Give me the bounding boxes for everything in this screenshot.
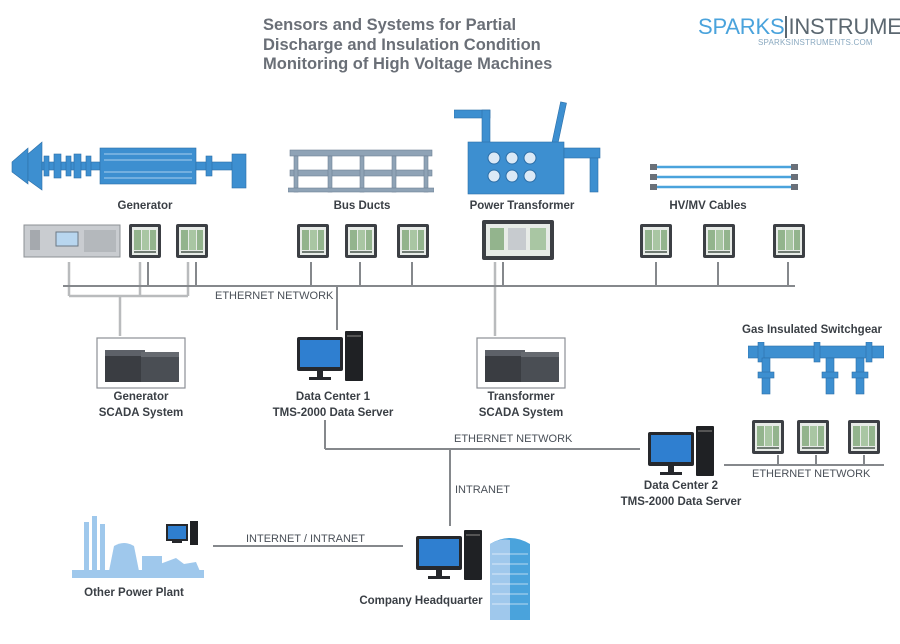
other-power-plant-label: Other Power Plant — [84, 587, 184, 599]
headquarter-building-icon — [490, 538, 530, 620]
generator-icon — [11, 141, 247, 191]
logo-wordmark: SPARKSINSTRUMENTS — [698, 14, 900, 40]
data-center-2-label: Data Center 2 TMS-2000 Data Server — [606, 478, 756, 510]
data-center-2-line-1: Data Center 2 — [643, 480, 719, 492]
page-title: Sensors and Systems for Partial Discharg… — [263, 16, 593, 75]
generator-scada-line-1: Generator — [113, 391, 169, 403]
power-plant-icon — [72, 516, 204, 578]
bus-ducts-icon — [288, 149, 434, 193]
internet-intranet-label: INTERNET / INTRANET — [246, 533, 365, 545]
power-transformer-icon — [454, 101, 601, 195]
generator-label: Generator — [117, 200, 173, 212]
transformer-scada-line-1: Transformer — [487, 391, 555, 403]
ethernet-network-top-label: ETHERNET NETWORK — [215, 290, 334, 302]
logo-brand-part-2: INSTRUMENTS — [788, 14, 900, 39]
power-transformer-label: Power Transformer — [469, 200, 575, 212]
logo-brand-part-1: SPARKS — [698, 14, 785, 39]
other-plant-computer — [166, 521, 198, 545]
title-line-3: Monitoring of High Voltage Machines — [263, 55, 553, 73]
transformer-scada-label: Transformer SCADA System — [471, 389, 571, 421]
generator-scada-line-2: SCADA System — [98, 407, 184, 419]
generator-monitor-rack — [23, 224, 121, 258]
ethernet-network-middle-label: ETHERNET NETWORK — [454, 433, 573, 445]
generator-scada-label: Generator SCADA System — [91, 389, 191, 421]
title-line-2: Discharge and Insulation Condition — [263, 35, 541, 54]
transformer-scada-line-2: SCADA System — [478, 407, 564, 419]
transformer-monitor-unit — [482, 220, 554, 260]
hv-mv-cables-icon — [650, 164, 798, 190]
title-line-1: Sensors and Systems for Partial — [263, 16, 517, 34]
intranet-label: INTRANET — [455, 484, 510, 496]
data-center-2-line-2: TMS-2000 Data Server — [620, 496, 742, 508]
brand-logo: SPARKSINSTRUMENTS SPARKSINSTRUMENTS.COM — [698, 14, 900, 47]
ethernet-network-right-label: ETHERNET NETWORK — [752, 468, 871, 480]
hv-mv-cables-label: HV/MV Cables — [669, 200, 747, 212]
company-headquarter-label: Company Headquarter — [359, 595, 483, 607]
data-center-1-line-2: TMS-2000 Data Server — [272, 407, 394, 419]
data-center-1-line-1: Data Center 1 — [295, 391, 371, 403]
logo-website: SPARKSINSTRUMENTS.COM — [758, 38, 873, 47]
gas-insulated-switchgear-icon — [748, 342, 884, 395]
bus-ducts-label: Bus Ducts — [333, 200, 391, 212]
data-center-1-label: Data Center 1 TMS-2000 Data Server — [258, 389, 408, 421]
gis-label: Gas Insulated Switchgear — [742, 324, 882, 336]
